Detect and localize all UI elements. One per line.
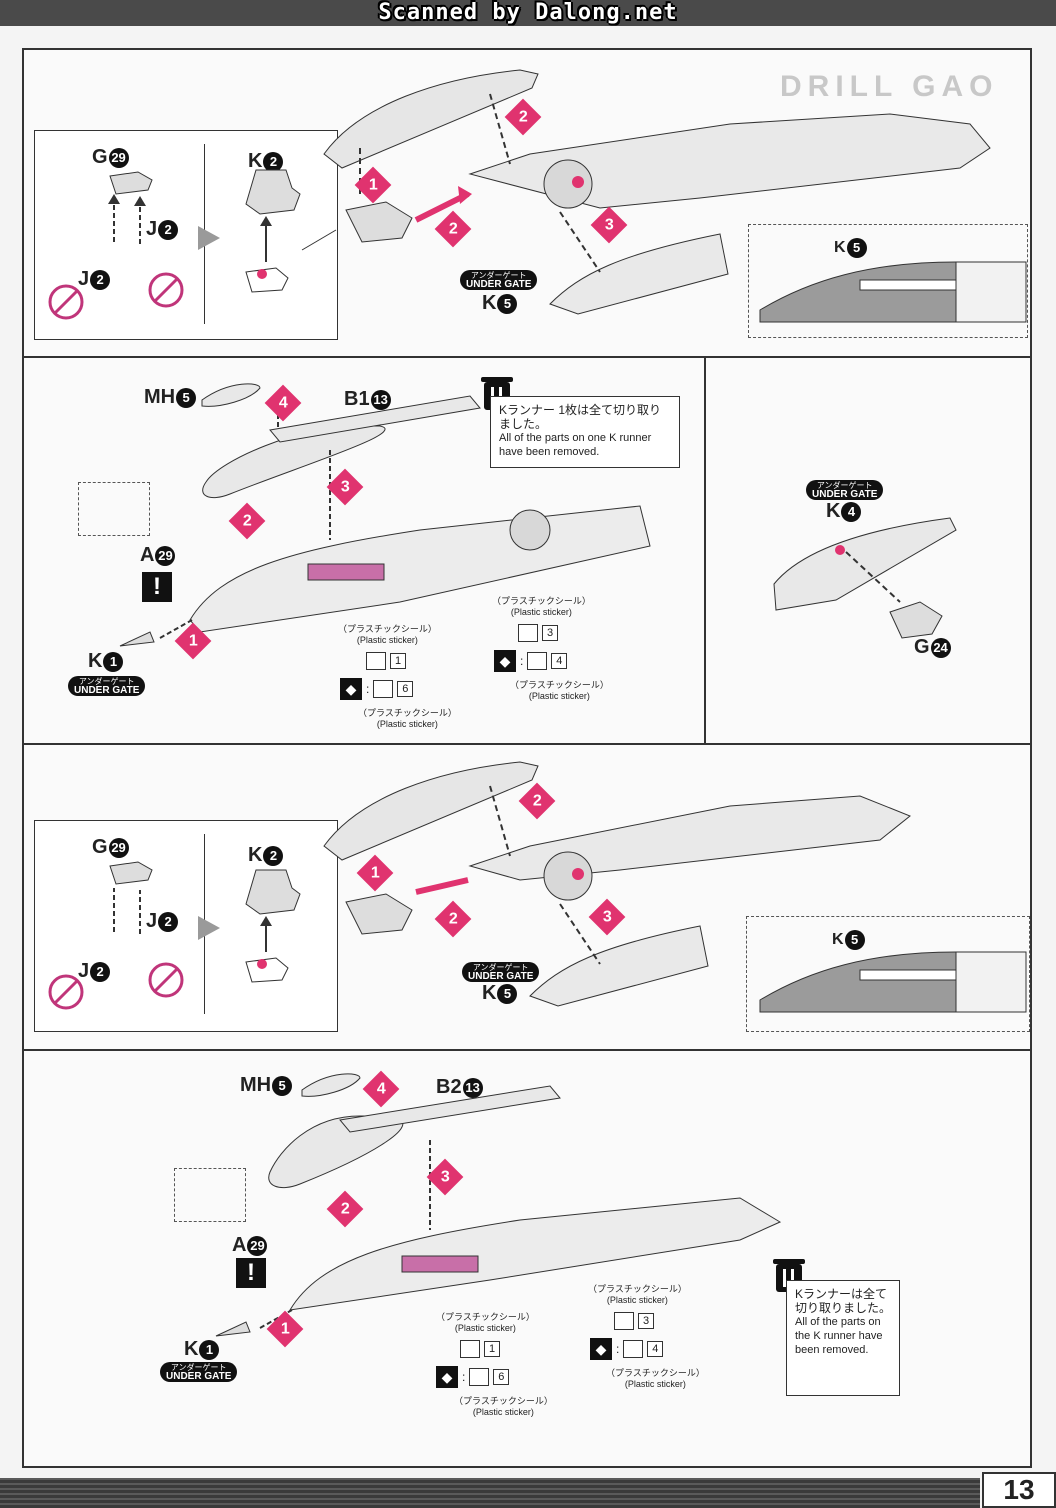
k5-detail-box (748, 224, 1028, 338)
part-detail-box (78, 482, 150, 536)
mirror-icon: ◆ (494, 650, 516, 672)
sticker-6-mirror: ◆:6 (340, 678, 414, 700)
train-car-drawing (215, 1073, 782, 1337)
sticker-label-6: （プラスチックシール）(Plastic sticker) (358, 708, 457, 729)
sub-assembly-inset (34, 130, 338, 340)
sticker-label-3: （プラスチックシール）(Plastic sticker) (588, 1284, 687, 1305)
head-assembly-drawing (323, 69, 991, 315)
mirror-icon: ◆ (340, 678, 362, 700)
background-title: DRILL GAO (780, 70, 999, 103)
sub-assembly-inset (34, 820, 338, 1032)
divider-2 (22, 743, 1032, 745)
part-detail-box (174, 1168, 246, 1222)
sticker-3: 3 (614, 1312, 654, 1330)
sticker-label-1: （プラスチックシール）(Plastic sticker) (436, 1312, 535, 1333)
runner-removed-note: Kランナーは全て切り取りました。 All of the parts on the… (786, 1280, 900, 1396)
divider-1 (22, 356, 1032, 358)
inset-drawing (48, 169, 337, 320)
sticker-6-mirror: ◆:6 (436, 1366, 510, 1388)
sticker-label-4: （プラスチックシール）(Plastic sticker) (606, 1368, 705, 1389)
caution-icon: ! (142, 572, 172, 602)
caution-icon: ! (236, 1258, 266, 1288)
scan-credit: Scanned by Dalong.net (378, 0, 678, 25)
sticker-3: 3 (518, 624, 558, 642)
sticker-label-4: （プラスチックシール）(Plastic sticker) (510, 680, 609, 701)
divider-3 (22, 1049, 1032, 1051)
sticker-4-mirror: ◆:4 (494, 650, 568, 672)
sticker-1: 1 (366, 652, 406, 670)
inset-drawing (48, 861, 301, 1010)
page-number: 13 (982, 1472, 1056, 1508)
sticker-label-6: （プラスチックシール）(Plastic sticker) (454, 1396, 553, 1417)
runner-removed-note: Kランナー 1枚は全て切り取りました。 All of the parts on … (490, 396, 680, 468)
mirror-icon: ◆ (590, 1338, 612, 1360)
train-car-drawing (119, 383, 651, 647)
mirror-icon: ◆ (436, 1366, 458, 1388)
k5-detail-drawing (759, 261, 1027, 323)
sticker-1: 1 (460, 1340, 500, 1358)
sticker-label-3: （プラスチックシール）(Plastic sticker) (492, 596, 591, 617)
head-assembly-drawing (323, 761, 911, 1007)
divider-vertical (704, 356, 706, 745)
k5-detail-box (746, 916, 1030, 1032)
bottom-bar (0, 1478, 980, 1508)
k5-detail-drawing (759, 951, 1027, 1013)
top-bar (0, 0, 1056, 26)
sticker-4-mirror: ◆:4 (590, 1338, 664, 1360)
k4-assembly-drawing (773, 517, 957, 639)
sticker-label-1: （プラスチックシール）(Plastic sticker) (338, 624, 437, 645)
